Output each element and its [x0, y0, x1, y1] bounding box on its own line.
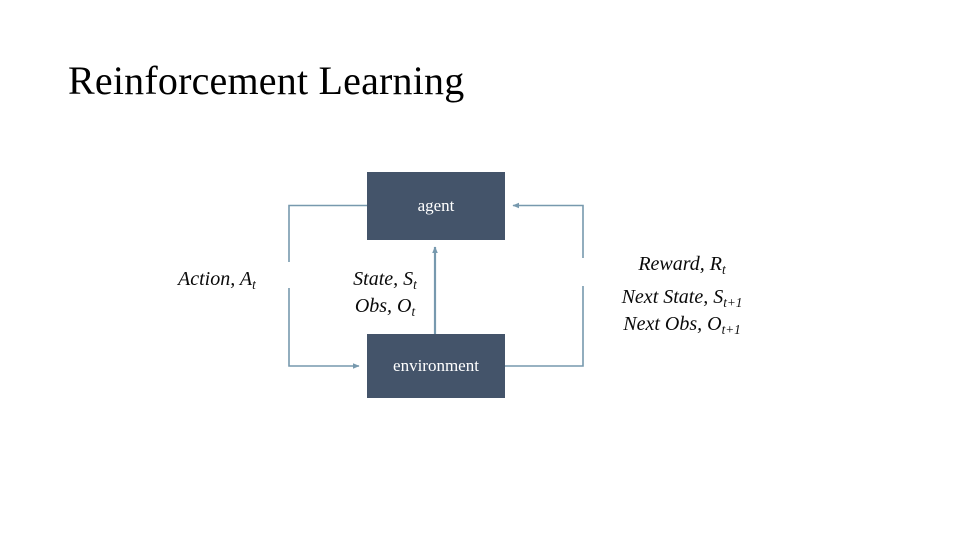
- edge-label-obs-symbol: O: [397, 295, 412, 317]
- edge-label-obs-subscript: t: [411, 303, 416, 319]
- agent-node[interactable]: agent: [367, 172, 505, 240]
- edge-label-state-symbol: S: [403, 268, 414, 290]
- page-title: Reinforcement Learning: [68, 58, 465, 103]
- edge-label-next-state-subscript: t+1: [723, 294, 743, 310]
- edge-label-reward-text: Reward,: [638, 253, 705, 275]
- label-knockout-right: [577, 258, 590, 286]
- edge-label-action-subscript: t: [252, 276, 256, 292]
- edge-label-reward: Reward, Rt: [592, 251, 772, 278]
- edge-label-obs: Obs, Ot: [337, 293, 433, 320]
- edge-label-state: State, St: [337, 266, 433, 293]
- edge-label-next-obs: Next Obs, Ot+1: [592, 311, 772, 338]
- environment-node[interactable]: environment: [367, 334, 505, 398]
- edge-label-state-obs: State, St Obs, Ot: [337, 266, 433, 320]
- edge-label-next-state-symbol: S: [713, 286, 724, 308]
- edge-label-next-state-text: Next State,: [621, 286, 709, 308]
- edge-label-reward-subscript: t: [722, 261, 726, 277]
- edge-label-reward-group: Reward, Rt Next State, St+1 Next Obs, Ot…: [592, 251, 772, 338]
- label-knockout-left: [283, 262, 296, 288]
- edge-label-obs-text: Obs,: [354, 295, 393, 317]
- edge-label-action: Action, At: [178, 266, 256, 293]
- edge-label-next-obs-symbol: O: [707, 313, 722, 335]
- agent-node-label: agent: [417, 196, 455, 215]
- edge-label-action-text: Action,: [178, 268, 236, 290]
- edge-label-next-obs-text: Next Obs,: [623, 313, 703, 335]
- edge-label-state-text: State,: [353, 268, 399, 290]
- edge-label-reward-symbol: R: [709, 253, 723, 275]
- edge-label-next-obs-subscript: t+1: [721, 321, 741, 337]
- edge-environment-to-agent-right: [505, 202, 584, 367]
- edge-label-next-state: Next State, St+1: [592, 284, 772, 311]
- edge-label-state-subscript: t: [413, 276, 417, 292]
- environment-node-label: environment: [393, 356, 479, 375]
- edge-label-action-symbol: A: [239, 268, 253, 290]
